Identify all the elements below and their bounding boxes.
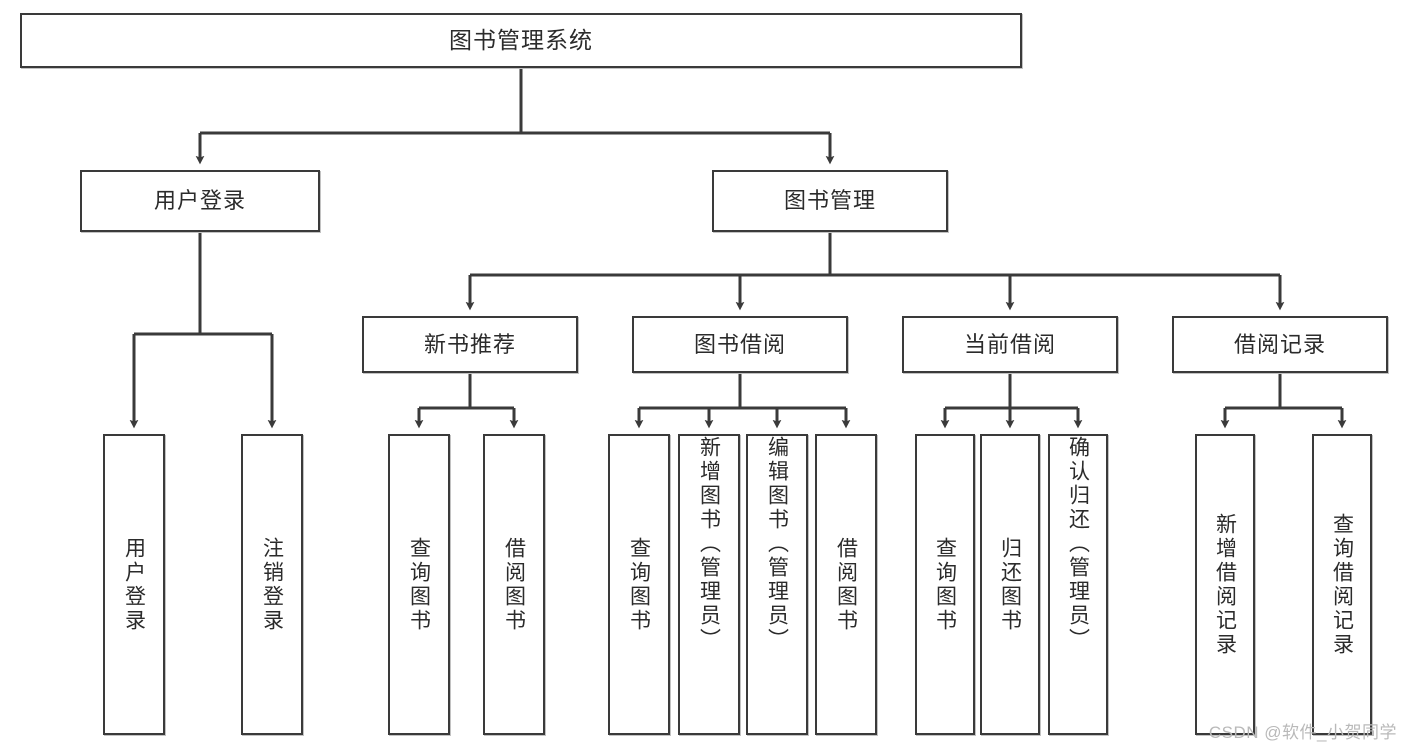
node-leaf-confirm-return-admin[interactable]: 确认归还（管理员）: [1048, 434, 1108, 735]
node-label: 查询借阅记录: [1330, 512, 1354, 657]
node-leaf-query-borrow-record[interactable]: 查询借阅记录: [1312, 434, 1372, 735]
node-current-borrow[interactable]: 当前借阅: [902, 316, 1118, 373]
node-label: 新增图书（管理员）: [697, 436, 721, 652]
node-label: 图书借阅: [693, 331, 786, 357]
node-leaf-borrow-book-recommend[interactable]: 借阅图书: [483, 434, 545, 735]
node-label: 查询图书: [933, 536, 957, 633]
node-leaf-return-book[interactable]: 归还图书: [980, 434, 1040, 735]
node-label: 图书管理系统: [449, 27, 593, 54]
node-book-borrow[interactable]: 图书借阅: [632, 316, 848, 373]
node-label: 借阅图书: [502, 536, 526, 633]
node-leaf-user-login[interactable]: 用户登录: [103, 434, 165, 735]
node-leaf-query-book-borrow[interactable]: 查询图书: [608, 434, 670, 735]
node-leaf-add-book-admin[interactable]: 新增图书（管理员）: [678, 434, 740, 735]
node-label: 当前借阅: [963, 331, 1056, 357]
node-label: 借阅记录: [1233, 331, 1326, 357]
node-label: 图书管理: [783, 188, 876, 214]
watermark-text: CSDN @软件_小贺同学: [1208, 723, 1397, 742]
node-label: 编辑图书（管理员）: [765, 436, 789, 652]
node-new-book-recommend[interactable]: 新书推荐: [362, 316, 578, 373]
node-label: 查询图书: [627, 536, 651, 633]
node-user-login[interactable]: 用户登录: [80, 170, 320, 232]
node-label: 归还图书: [998, 536, 1022, 633]
node-label: 用户登录: [153, 188, 246, 214]
node-leaf-logout[interactable]: 注销登录: [241, 434, 303, 735]
node-leaf-query-book-recommend[interactable]: 查询图书: [388, 434, 450, 735]
node-label: 查询图书: [407, 536, 431, 633]
node-label: 新书推荐: [423, 331, 516, 357]
node-leaf-borrow-book[interactable]: 借阅图书: [815, 434, 877, 735]
node-label: 新增借阅记录: [1213, 512, 1237, 657]
node-borrow-record[interactable]: 借阅记录: [1172, 316, 1388, 373]
node-book-management[interactable]: 图书管理: [712, 170, 948, 232]
node-root-book-management-system[interactable]: 图书管理系统: [20, 13, 1022, 68]
node-leaf-query-book-current[interactable]: 查询图书: [915, 434, 975, 735]
node-leaf-add-borrow-record[interactable]: 新增借阅记录: [1195, 434, 1255, 735]
node-label: 注销登录: [260, 536, 284, 633]
node-label: 确认归还（管理员）: [1066, 436, 1090, 652]
node-label: 用户登录: [122, 536, 146, 633]
node-leaf-edit-book-admin[interactable]: 编辑图书（管理员）: [746, 434, 808, 735]
node-label: 借阅图书: [834, 536, 858, 633]
